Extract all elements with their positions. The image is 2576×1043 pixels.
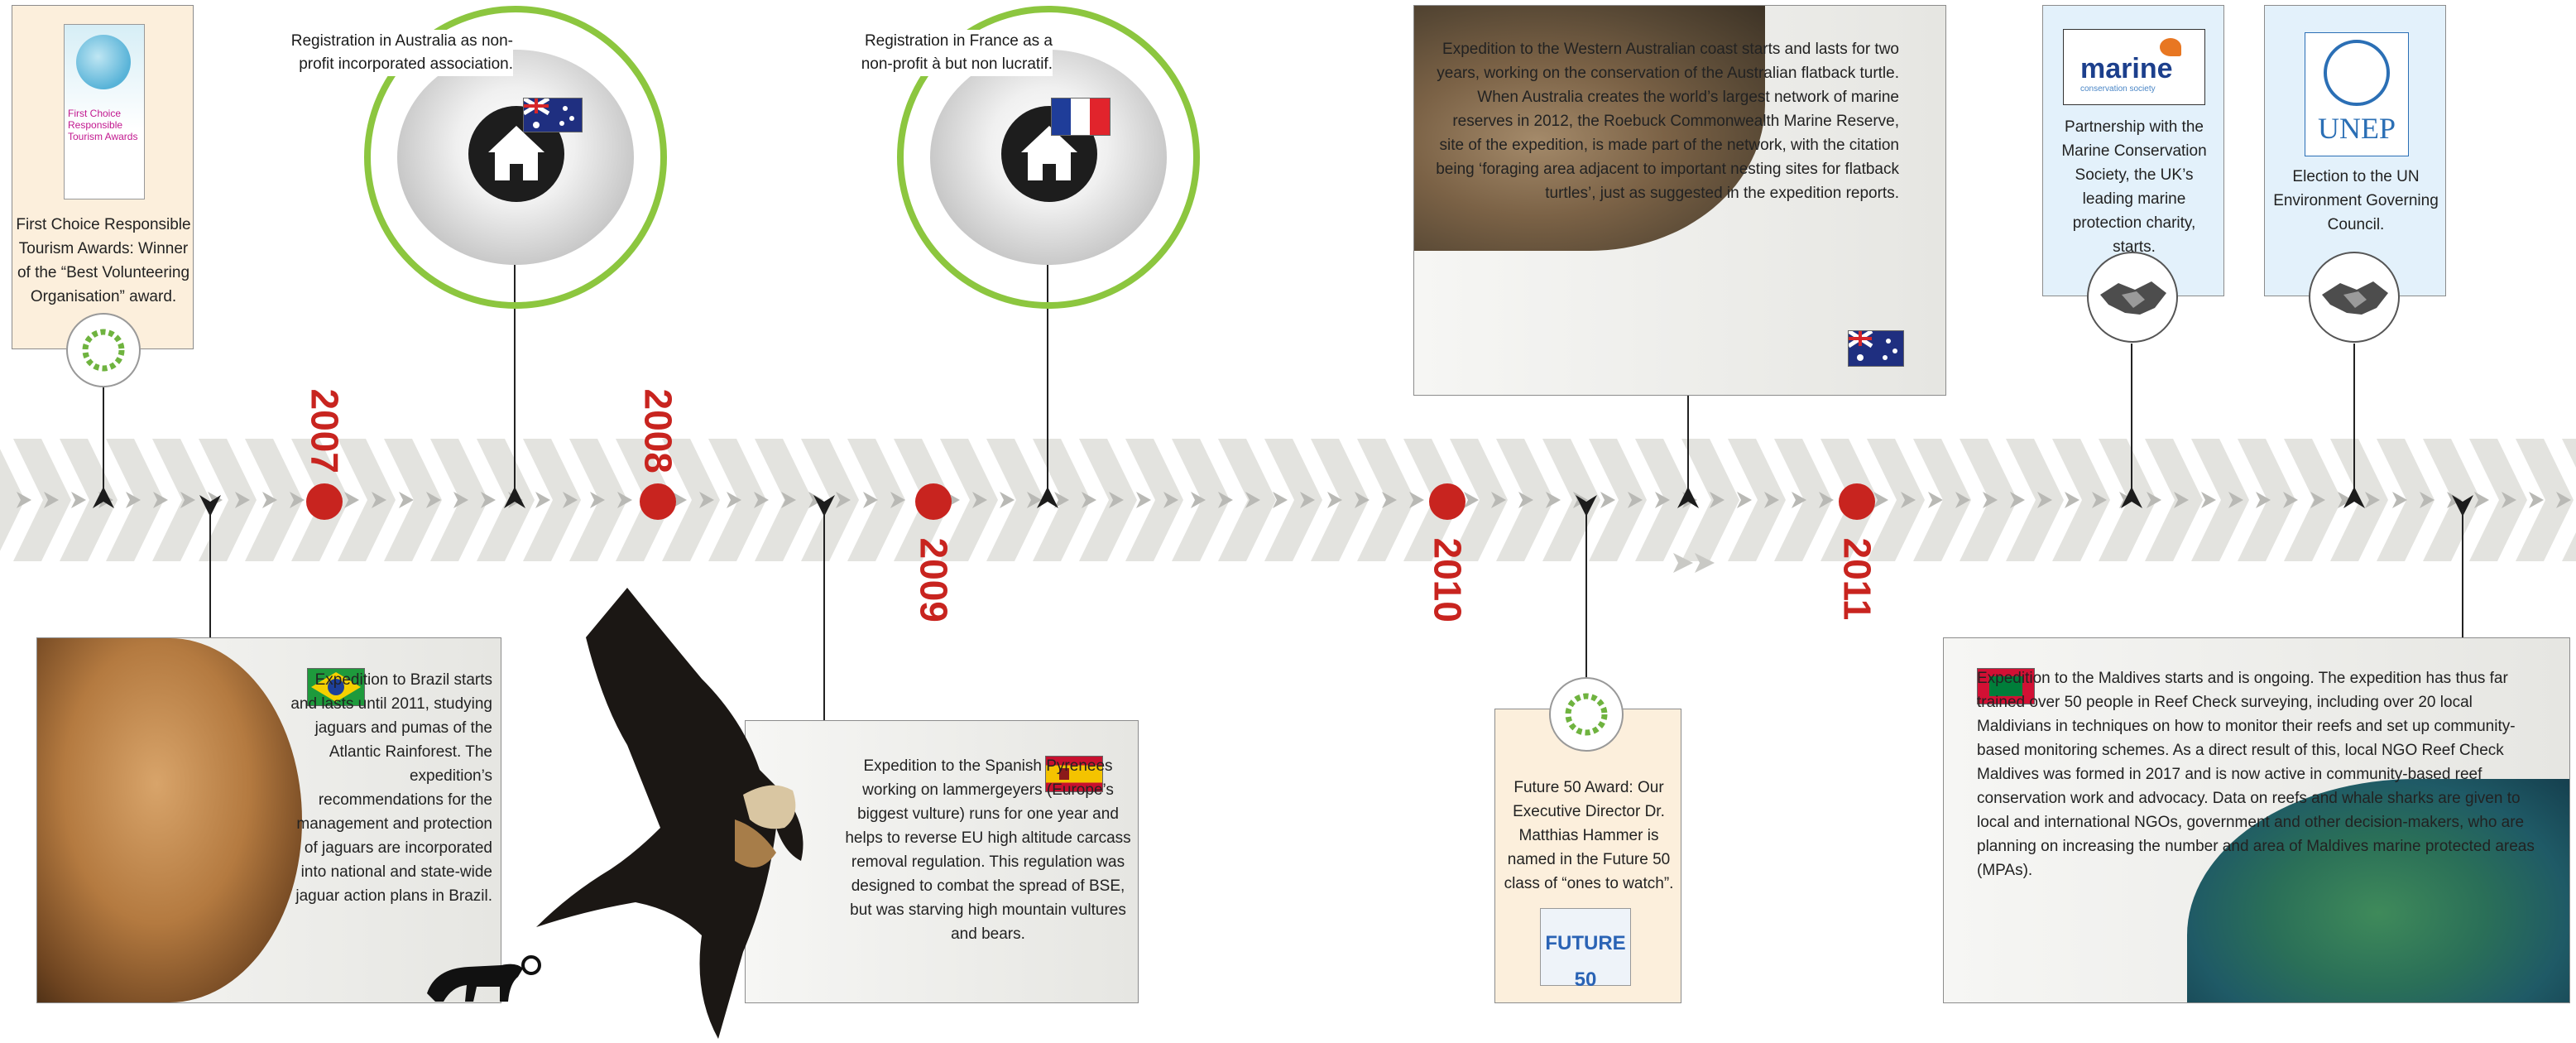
first-choice-logo-text: First Choice Responsible Tourism Awards: [68, 108, 138, 142]
pointer-down-maldives: [2452, 495, 2473, 517]
australia-registration-text: Registration in Australia as non-profit …: [265, 30, 513, 76]
france-flag-icon: [1051, 98, 1111, 136]
handshake-icon-unep: [2309, 252, 2400, 343]
connector-future50: [1585, 509, 1587, 679]
mcs-partnership-text: Partnership with the Marine Conservation…: [2061, 118, 2207, 256]
pointer-up-australia-reg: [504, 487, 525, 508]
handshake-icon: [2087, 252, 2178, 343]
connector-france-reg: [1047, 199, 1048, 488]
unep-emblem-icon: [2324, 40, 2390, 106]
house-icon: [468, 106, 564, 202]
pyrenees-expedition-text: Expedition to the Spanish Pyrenees worki…: [845, 757, 1131, 943]
year-dot-2011: [1839, 483, 1875, 520]
pyrenees-expedition-card: Expedition to the Spanish Pyrenees worki…: [745, 720, 1139, 1003]
globe-icon: [76, 35, 131, 89]
pointer-up-australia-exp: [1677, 487, 1699, 508]
jaguar-icon: [427, 955, 541, 1002]
flatback-turtle-photo: [1414, 6, 1765, 251]
connector-first-choice: [103, 385, 104, 488]
maldives-expedition-card: Expedition to the Maldives starts and is…: [1943, 637, 2570, 1003]
france-registration-ring: [897, 6, 1200, 309]
future50-logo: FUTURE 50: [1540, 908, 1631, 991]
mcs-logo: marine conservation society: [2063, 29, 2205, 105]
first-choice-award-text: First Choice Responsible Tourism Awards:…: [16, 216, 191, 305]
mcs-logo-sub-text: conservation society: [2080, 84, 2156, 94]
pointer-down-pyrenees: [813, 495, 835, 517]
pointer-up-first-choice: [93, 487, 114, 508]
connector-mcs: [2131, 344, 2132, 488]
connector-australia-exp: [1687, 396, 1689, 488]
laurel-wreath-icon: [66, 313, 141, 387]
first-choice-award-card: First Choice Responsible Tourism Awards …: [12, 5, 194, 349]
australia-flag-icon: [523, 98, 583, 132]
laurel-wreath-icon-future50: [1549, 677, 1624, 752]
maldives-expedition-text: Expedition to the Maldives starts and is…: [1977, 670, 2535, 879]
pointer-up-france-reg: [1037, 487, 1058, 508]
timeline-band: [0, 439, 2576, 561]
mcs-logo-main-text: marine: [2080, 53, 2173, 84]
first-choice-logo: First Choice Responsible Tourism Awards: [64, 24, 145, 199]
unep-election-text: Election to the UN Environment Governing…: [2273, 168, 2439, 233]
spain-flag-icon: [1045, 756, 1103, 792]
puma-photo: [37, 638, 302, 1002]
connector-australia-reg: [514, 199, 516, 488]
future50-award-text: Future 50 Award: Our Executive Director …: [1504, 779, 1674, 892]
brazil-expedition-card: Expedition to Brazil starts and lasts un…: [36, 637, 501, 1003]
australia-expedition-card: Expedition to the Western Australian coa…: [1413, 5, 1946, 396]
maldives-flag-icon: [1977, 668, 2035, 704]
connector-pyrenees: [823, 509, 825, 720]
australia-expedition-text: Expedition to the Western Australian coa…: [1436, 41, 1899, 202]
connector-brazil: [209, 509, 211, 637]
unep-logo-text: UNEP: [2317, 112, 2396, 145]
year-dot-2010: [1429, 483, 1465, 520]
pointer-down-future50: [1576, 495, 1597, 517]
connector-unep: [2353, 344, 2355, 488]
pointer-up-unep: [2343, 487, 2365, 508]
brazil-expedition-text: Expedition to Brazil starts and lasts un…: [290, 671, 492, 905]
australia-registration-ring: [364, 6, 667, 309]
future50-award-card: Future 50 Award: Our Executive Director …: [1494, 709, 1681, 1003]
pointer-up-mcs: [2121, 487, 2142, 508]
pointer-down-brazil: [199, 495, 221, 517]
vulture-photo: [536, 588, 804, 1039]
year-dot-2009: [915, 483, 952, 520]
australia-flag-icon-2: [1848, 330, 1904, 367]
dolphin-icon: [2160, 38, 2181, 56]
year-dot-2007: [306, 483, 343, 520]
france-registration-text: Registration in France as a non-profit à…: [857, 30, 1053, 76]
mcs-partnership-card: marine conservation society Partnership …: [2042, 5, 2224, 296]
future50-logo-text: FUTURE 50: [1545, 932, 1626, 991]
year-dot-2008: [640, 483, 676, 520]
unep-logo: UNEP: [2305, 32, 2409, 156]
connector-maldives: [2462, 509, 2463, 637]
unep-election-card: UNEP Election to the UN Environment Gove…: [2264, 5, 2446, 296]
brazil-flag-icon: [307, 668, 365, 706]
